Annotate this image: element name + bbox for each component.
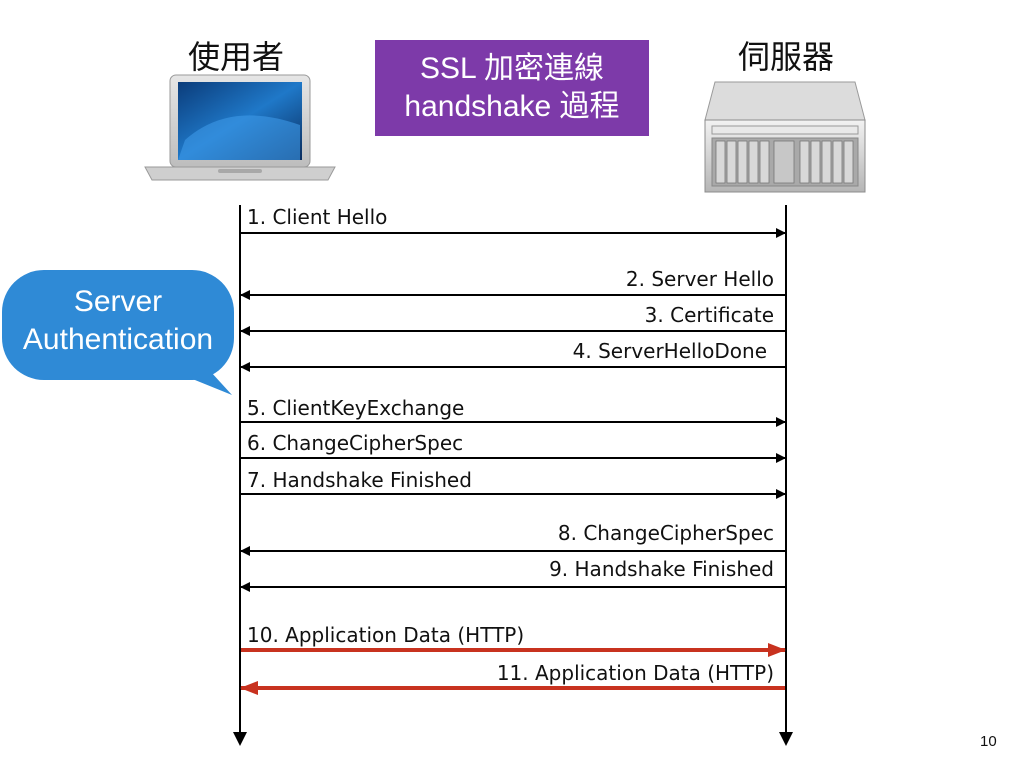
message-label-6: 6. ChangeCipherSpec <box>247 431 464 455</box>
message-label-9: 9. Handshake Finished <box>549 557 774 581</box>
message-label-2: 2. Server Hello <box>625 267 774 291</box>
message-label-5: 5. ClientKeyExchange <box>247 396 465 420</box>
server-icon <box>704 81 866 193</box>
title-line-1: SSL 加密連線 <box>420 52 604 85</box>
bubble-line-1: Server <box>73 285 163 318</box>
title-box: SSL 加密連線 handshake 過程 <box>375 40 649 136</box>
title-line-2: handshake 過程 <box>404 90 620 123</box>
message-label-1: 1. Client Hello <box>247 205 388 229</box>
bubble-line-2: Authentication <box>22 323 214 356</box>
message-label-10: 10. Application Data (HTTP) <box>247 623 525 647</box>
client-title: 使用者 <box>188 38 285 76</box>
message-label-8: 8. ChangeCipherSpec <box>557 521 774 545</box>
page-number: 10 <box>980 733 997 750</box>
server-title: 伺服器 <box>738 38 835 76</box>
server-lifeline-arrowhead <box>779 732 793 746</box>
client-lifeline-arrowhead <box>233 732 247 746</box>
message-label-11: 11. Application Data (HTTP) <box>496 661 774 685</box>
message-label-3: 3. Certificate <box>644 303 774 327</box>
laptop-icon <box>144 74 336 181</box>
message-label-4: 4. ServerHelloDone <box>572 339 767 363</box>
bubble-text: Server Authentication <box>8 283 228 359</box>
speech-bubble <box>2 270 234 395</box>
message-label-7: 7. Handshake Finished <box>247 468 472 492</box>
